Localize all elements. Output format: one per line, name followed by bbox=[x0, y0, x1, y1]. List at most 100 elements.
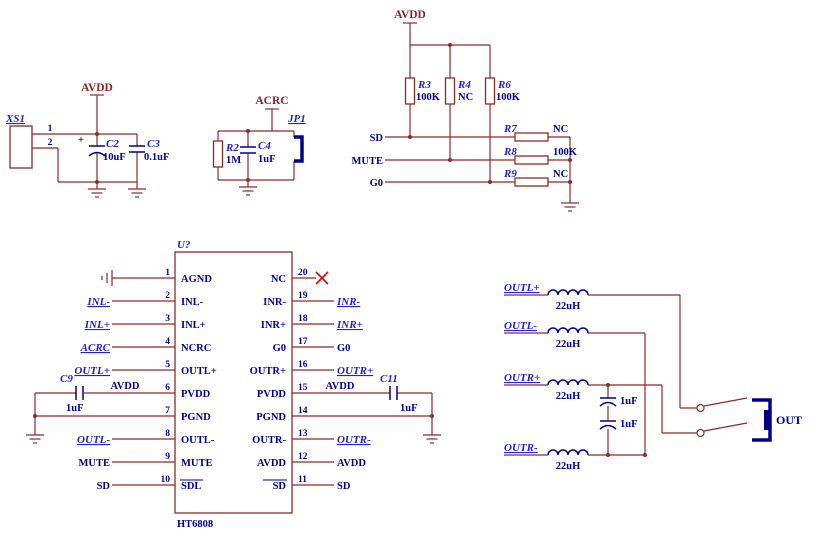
c4-ref: C4 bbox=[258, 140, 271, 152]
pin-name: G0 bbox=[273, 343, 286, 354]
inductor-value: 22uH bbox=[556, 339, 581, 350]
wires-control bbox=[385, 22, 571, 196]
pin-name: OUTR- bbox=[252, 435, 286, 446]
r4-ref: R4 bbox=[457, 79, 471, 91]
net-label-outr-plus-out: OUTR+ bbox=[504, 372, 540, 384]
pin-name: AVDD bbox=[257, 458, 286, 469]
c11-value: 1uF bbox=[400, 403, 418, 414]
junction-dot bbox=[606, 453, 610, 457]
c9-ref: C9 bbox=[60, 373, 73, 385]
r7-value: NC bbox=[553, 124, 568, 135]
c3-ref: C3 bbox=[147, 138, 160, 150]
r7-ref: R7 bbox=[503, 123, 517, 135]
agnd-ground-left-icon bbox=[101, 270, 113, 286]
r8-ref: R8 bbox=[503, 146, 517, 158]
inductor-outl-plus: 22uH bbox=[547, 289, 589, 312]
pin-number: 2 bbox=[165, 291, 170, 301]
net-label-sd-pin11: SD bbox=[337, 481, 351, 492]
pin-name: INL- bbox=[181, 297, 204, 308]
pin-number: 5 bbox=[165, 360, 170, 370]
net-label-inr-plus: INR+ bbox=[336, 319, 363, 331]
resistor-r7: R7 NC bbox=[503, 123, 568, 142]
pin-number: 8 bbox=[165, 429, 170, 439]
capacitor-out-1: 1uF bbox=[599, 396, 638, 407]
net-label-acrc: ACRC bbox=[80, 342, 111, 354]
r3-value: 100K bbox=[416, 92, 441, 103]
net-label-avdd-pin15: AVDD bbox=[326, 381, 355, 392]
pin-number: 15 bbox=[298, 383, 308, 393]
power-stem-avdd-left bbox=[90, 94, 104, 134]
resistor-r9: R9 NC bbox=[503, 168, 568, 187]
junction-dot bbox=[95, 180, 99, 184]
ic-ref: U? bbox=[177, 239, 191, 251]
junction-dot bbox=[95, 132, 99, 136]
net-label-outl-minus-out: OUTL- bbox=[504, 320, 537, 332]
inductor-value: 22uH bbox=[556, 461, 581, 472]
net-label-sd: SD bbox=[370, 133, 384, 144]
junction-dot bbox=[643, 453, 647, 457]
pin-number: 6 bbox=[165, 383, 170, 393]
pin-name: MUTE bbox=[181, 458, 213, 469]
pin-number: 9 bbox=[165, 452, 170, 462]
junction-dot bbox=[33, 414, 37, 418]
capacitor-c4: C4 1uF bbox=[240, 140, 276, 165]
c3-value: 0.1uF bbox=[144, 152, 169, 163]
net-label-outr-plus: OUTR+ bbox=[337, 365, 373, 377]
capacitor-c2: + C2 10uF bbox=[78, 135, 126, 163]
net-label-avdd-pin6: AVDD bbox=[111, 381, 140, 392]
out-label: OUT bbox=[776, 413, 802, 427]
cap-value: 1uF bbox=[620, 396, 638, 407]
inductor-outr-minus: 22uH bbox=[547, 449, 589, 472]
ic-pin-wires bbox=[34, 277, 433, 486]
c2-value: 10uF bbox=[103, 152, 126, 163]
cap-value: 1uF bbox=[620, 419, 638, 430]
ground-symbol bbox=[422, 427, 442, 444]
section-acrc-filter: ACRC R2 1M C4 1uF JP1 bbox=[212, 95, 306, 196]
pin-name: INR+ bbox=[261, 320, 286, 331]
r9-ref: R9 bbox=[503, 168, 517, 180]
inductor-outl-minus: 22uH bbox=[547, 327, 589, 350]
pin-number: 4 bbox=[165, 337, 170, 347]
junction-dot bbox=[246, 129, 250, 133]
no-connect-x-icon bbox=[315, 271, 329, 285]
pin-number: 3 bbox=[165, 314, 170, 324]
pin-number: 7 bbox=[165, 406, 170, 416]
ic-ht6808: U? HT6808 bbox=[25, 239, 442, 530]
junction-dot bbox=[448, 43, 452, 47]
resistor-r6: R6 100K bbox=[484, 77, 521, 105]
r8-value: 100K bbox=[553, 147, 578, 158]
net-label-inl-minus: INL- bbox=[86, 296, 110, 308]
pin-name: NCRC bbox=[181, 343, 211, 354]
section-input-power: AVDD XS1 1 2 + C2 10uF C3 bbox=[5, 82, 169, 198]
jp1-ref: JP1 bbox=[287, 113, 306, 125]
power-flag-avdd-left: AVDD bbox=[81, 82, 113, 94]
pin-number: 13 bbox=[298, 429, 308, 439]
connector-xs1-ref: XS1 bbox=[5, 113, 25, 125]
xs1-pin1-number: 1 bbox=[48, 124, 53, 134]
junction-dot bbox=[568, 158, 572, 162]
capacitor-c3: C3 0.1uF bbox=[129, 138, 169, 163]
jumper-jp1: JP1 bbox=[287, 113, 306, 163]
r3-ref: R3 bbox=[417, 79, 431, 91]
r9-value: NC bbox=[553, 169, 568, 180]
section-control-pullups: AVDD R3 100K R4 NC R6 100K SD bbox=[352, 9, 580, 212]
net-label-mute-pin9: MUTE bbox=[79, 458, 111, 469]
net-label-inr-minus: INR- bbox=[336, 296, 361, 308]
connector-xs1-body bbox=[9, 125, 33, 169]
junction-dot bbox=[246, 178, 250, 182]
net-label-outl-plus: OUTL+ bbox=[74, 365, 110, 377]
capacitor-c11: C11 1uF bbox=[380, 373, 418, 414]
capacitor-out-2: 1uF bbox=[599, 419, 638, 430]
resistor-r2: R2 1M bbox=[212, 140, 241, 168]
pin-name: OUTL- bbox=[181, 435, 215, 446]
net-label-outr-minus-out: OUTR- bbox=[504, 442, 538, 454]
section-output-filter: OUTL+ OUTL- OUTR+ OUTR- 22uH 22uH 22uH 2… bbox=[504, 282, 802, 472]
pin-number: 18 bbox=[298, 314, 308, 324]
junction-dot bbox=[408, 135, 412, 139]
jack-contact-tip bbox=[696, 403, 705, 413]
pin-number: 14 bbox=[298, 406, 308, 416]
ground-symbol bbox=[238, 179, 258, 196]
power-flag-acrc: ACRC bbox=[255, 95, 288, 107]
ground-symbol bbox=[87, 181, 107, 198]
inductor-outr-plus: 22uH bbox=[547, 379, 589, 402]
